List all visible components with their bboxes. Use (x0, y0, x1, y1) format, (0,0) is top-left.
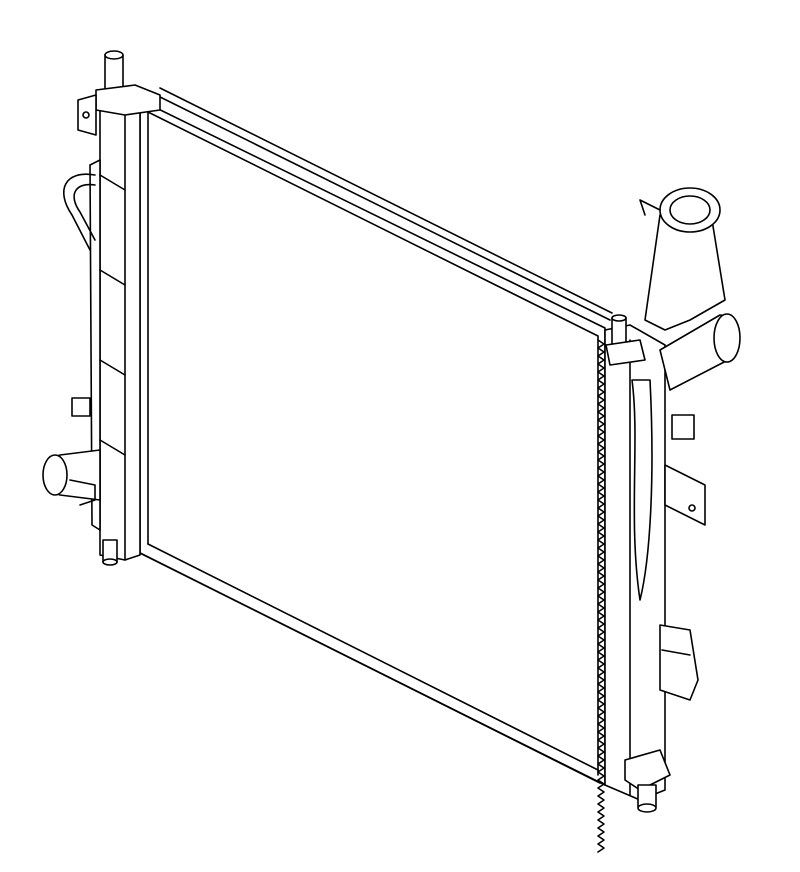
left-tank (42, 50, 161, 566)
radiator-core (139, 87, 613, 853)
right-tank (604, 187, 741, 813)
